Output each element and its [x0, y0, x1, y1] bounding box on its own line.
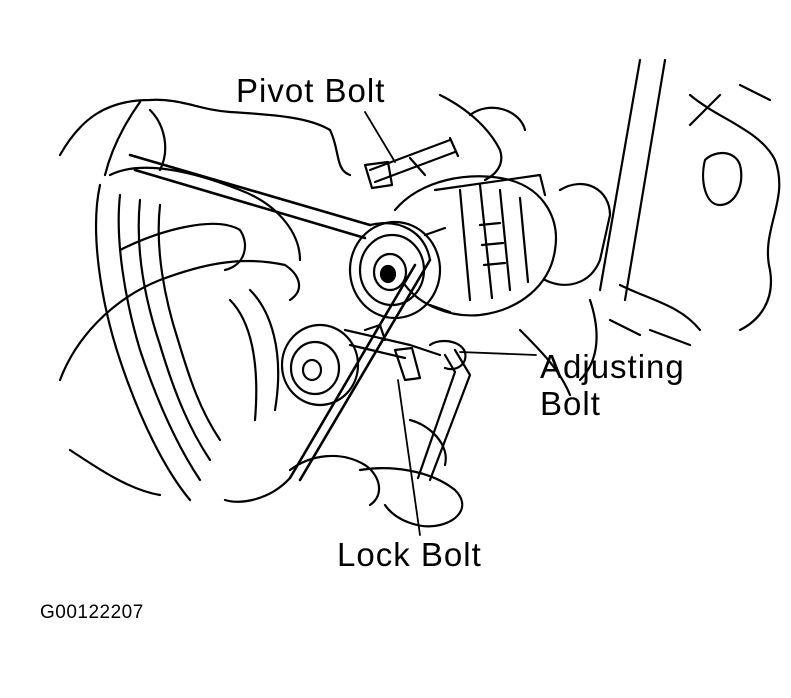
drive-belt — [128, 153, 432, 503]
leader-lines — [364, 111, 537, 536]
right-hand — [288, 418, 464, 528]
adjusting-bolt-label-line1: Adjusting — [540, 348, 685, 385]
pivot-bolt — [363, 136, 460, 190]
adjusting-bolt-label: Adjusting Bolt — [540, 348, 685, 423]
pivot-bolt-leader — [364, 111, 396, 163]
adjusting-bolt-leader — [459, 351, 537, 356]
pivot-bolt-label: Pivot Bolt — [236, 72, 386, 109]
left-hand — [58, 222, 301, 497]
crankshaft-pulley — [94, 166, 302, 502]
alternator — [348, 173, 557, 320]
adjusting-bracket — [343, 323, 472, 482]
lock-bolt-label: Lock Bolt — [337, 536, 482, 573]
idler-pulley — [280, 323, 360, 407]
top-hand — [58, 93, 527, 182]
adjusting-bolt-label-line2: Bolt — [540, 384, 601, 422]
lock-bolt-leader — [397, 379, 421, 536]
engine-block-outline — [518, 58, 781, 397]
figure-id: G00122207 — [40, 602, 144, 623]
